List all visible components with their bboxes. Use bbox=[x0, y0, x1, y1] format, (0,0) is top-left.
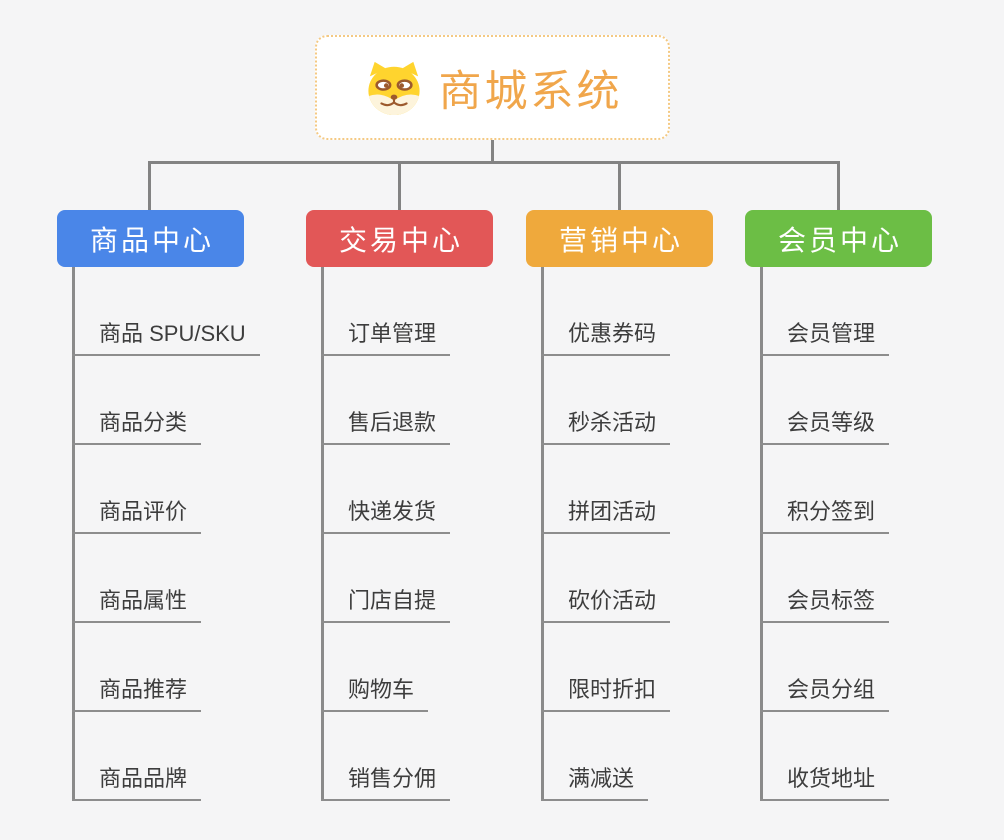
branch-product-center: 商品中心 商品 SPU/SKU 商品分类 商品评价 商品属性 商品推荐 商品品牌 bbox=[57, 210, 260, 801]
leaf-row: 商品推荐 bbox=[72, 623, 260, 712]
leaf-topic[interactable]: 会员管理 bbox=[760, 316, 890, 356]
branch-label: 商品中心 bbox=[89, 224, 214, 256]
leaf-row: 会员标签 bbox=[760, 534, 890, 623]
leaf-topic[interactable]: 商品品牌 bbox=[72, 761, 202, 801]
leaf-row: 快递发货 bbox=[321, 445, 451, 534]
branch-member-center: 会员中心 会员管理 会员等级 积分签到 会员标签 会员分组 收货地址 bbox=[745, 210, 932, 801]
leaf-topic[interactable]: 商品属性 bbox=[72, 583, 202, 623]
leaf-row: 限时折扣 bbox=[541, 623, 671, 712]
branch-header[interactable]: 会员中心 bbox=[745, 210, 932, 267]
leaf-row: 砍价活动 bbox=[541, 534, 671, 623]
branch-drop-connector bbox=[398, 161, 401, 210]
leaf-topic[interactable]: 购物车 bbox=[321, 672, 429, 712]
root-title: 商城系统 bbox=[438, 67, 623, 116]
leaf-topic[interactable]: 商品分类 bbox=[72, 405, 202, 445]
leaf-row: 购物车 bbox=[321, 623, 450, 712]
leaf-row: 拼团活动 bbox=[541, 445, 671, 534]
leaf-topic[interactable]: 优惠券码 bbox=[541, 316, 671, 356]
root-stem-connector bbox=[491, 138, 494, 164]
leaf-topic[interactable]: 拼团活动 bbox=[541, 494, 671, 534]
branch-leaves: 订单管理 售后退款 快递发货 门店自提 购物车 销售分佣 bbox=[321, 267, 451, 801]
root-node[interactable]: 商城系统 bbox=[315, 35, 670, 140]
leaf-row: 会员分组 bbox=[760, 623, 890, 712]
branch-rail-connector bbox=[148, 161, 840, 164]
branch-header[interactable]: 商品中心 bbox=[57, 210, 244, 267]
branch-trunk-connector bbox=[321, 267, 324, 801]
branch-trunk-connector bbox=[72, 267, 75, 801]
leaf-row: 商品分类 bbox=[72, 356, 260, 445]
branch-marketing-center: 营销中心 优惠券码 秒杀活动 拼团活动 砍价活动 限时折扣 满减送 bbox=[526, 210, 713, 801]
branch-drop-connector bbox=[837, 161, 840, 210]
leaf-topic[interactable]: 门店自提 bbox=[321, 583, 451, 623]
leaf-row: 秒杀活动 bbox=[541, 356, 671, 445]
branch-leaves: 商品 SPU/SKU 商品分类 商品评价 商品属性 商品推荐 商品品牌 bbox=[72, 267, 260, 801]
leaf-topic[interactable]: 会员标签 bbox=[760, 583, 890, 623]
leaf-topic[interactable]: 秒杀活动 bbox=[541, 405, 671, 445]
leaf-topic[interactable]: 限时折扣 bbox=[541, 672, 671, 712]
leaf-row: 积分签到 bbox=[760, 445, 890, 534]
branch-label: 会员中心 bbox=[777, 224, 902, 256]
leaf-row: 订单管理 bbox=[321, 267, 451, 356]
leaf-row: 售后退款 bbox=[321, 356, 451, 445]
leaf-topic[interactable]: 商品推荐 bbox=[72, 672, 202, 712]
branch-header[interactable]: 营销中心 bbox=[526, 210, 713, 267]
leaf-row: 销售分佣 bbox=[321, 712, 451, 801]
branch-trade-center: 交易中心 订单管理 售后退款 快递发货 门店自提 购物车 销售分佣 bbox=[306, 210, 493, 801]
branch-trunk-connector bbox=[541, 267, 544, 801]
leaf-row: 门店自提 bbox=[321, 534, 451, 623]
leaf-topic[interactable]: 商品评价 bbox=[72, 494, 202, 534]
dog-face-icon bbox=[363, 60, 425, 116]
leaf-topic[interactable]: 售后退款 bbox=[321, 405, 451, 445]
leaf-topic[interactable]: 会员等级 bbox=[760, 405, 890, 445]
leaf-topic[interactable]: 积分签到 bbox=[760, 494, 890, 534]
leaf-row: 优惠券码 bbox=[541, 267, 671, 356]
leaf-topic[interactable]: 订单管理 bbox=[321, 316, 451, 356]
leaf-row: 满减送 bbox=[541, 712, 670, 801]
leaf-topic[interactable]: 收货地址 bbox=[760, 761, 890, 801]
leaf-row: 商品属性 bbox=[72, 534, 260, 623]
leaf-row: 商品评价 bbox=[72, 445, 260, 534]
leaf-topic[interactable]: 满减送 bbox=[541, 761, 649, 801]
branch-label: 营销中心 bbox=[558, 224, 683, 256]
leaf-topic[interactable]: 会员分组 bbox=[760, 672, 890, 712]
leaf-topic[interactable]: 砍价活动 bbox=[541, 583, 671, 623]
branch-leaves: 会员管理 会员等级 积分签到 会员标签 会员分组 收货地址 bbox=[760, 267, 890, 801]
branch-label: 交易中心 bbox=[338, 224, 463, 256]
leaf-row: 会员管理 bbox=[760, 267, 890, 356]
leaf-row: 收货地址 bbox=[760, 712, 890, 801]
branch-leaves: 优惠券码 秒杀活动 拼团活动 砍价活动 限时折扣 满减送 bbox=[541, 267, 671, 801]
branch-drop-connector bbox=[618, 161, 621, 210]
leaf-row: 商品 SPU/SKU bbox=[72, 267, 260, 356]
leaf-row: 商品品牌 bbox=[72, 712, 260, 801]
leaf-topic[interactable]: 商品 SPU/SKU bbox=[72, 316, 260, 356]
leaf-topic[interactable]: 销售分佣 bbox=[321, 761, 451, 801]
branch-drop-connector bbox=[148, 161, 151, 210]
leaf-topic[interactable]: 快递发货 bbox=[321, 494, 451, 534]
branch-trunk-connector bbox=[760, 267, 763, 801]
branch-header[interactable]: 交易中心 bbox=[306, 210, 493, 267]
leaf-row: 会员等级 bbox=[760, 356, 890, 445]
